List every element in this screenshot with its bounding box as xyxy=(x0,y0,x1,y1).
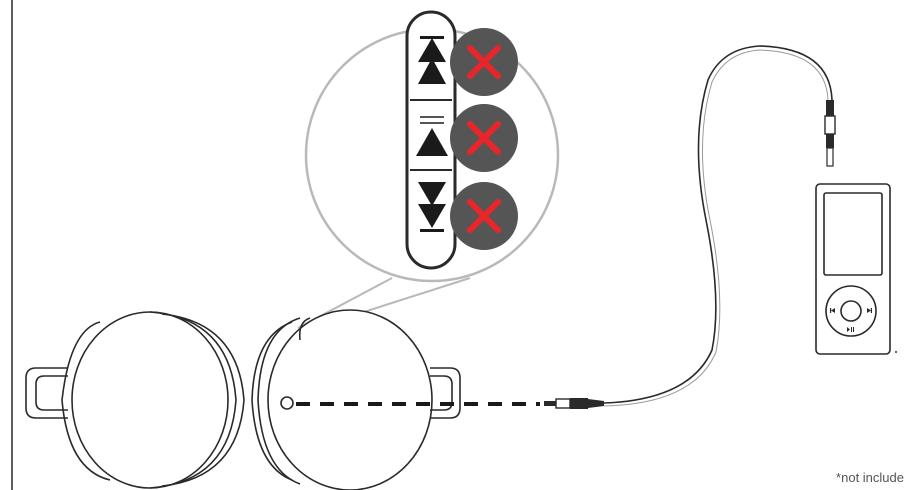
left-earcup xyxy=(71,311,229,489)
mp3-player xyxy=(815,183,891,355)
play-pause-icon xyxy=(847,327,854,332)
double-up-arrow-icon xyxy=(418,36,446,84)
double-down-arrow-icon xyxy=(418,182,446,232)
not-included-footnote: *not include xyxy=(836,470,904,485)
audio-jack-port xyxy=(280,396,294,410)
player-click-wheel xyxy=(825,285,877,337)
prev-icon xyxy=(830,308,835,313)
audio-cable xyxy=(603,45,833,404)
red-x-icon xyxy=(450,104,518,172)
up-arrow-icon xyxy=(416,116,448,156)
red-x-icon xyxy=(450,28,518,96)
asterisk-mark xyxy=(894,350,898,354)
player-center-button xyxy=(840,300,862,322)
headphones xyxy=(25,309,461,490)
red-x-icon xyxy=(450,182,518,250)
right-earcup xyxy=(267,309,433,490)
zoom-callout xyxy=(297,10,560,329)
headband-right-arm xyxy=(430,367,461,419)
player-screen xyxy=(823,192,883,276)
next-icon xyxy=(867,308,872,313)
audio-plug xyxy=(824,100,836,167)
audio-plug xyxy=(544,398,604,409)
headband-left-arm xyxy=(25,367,68,419)
